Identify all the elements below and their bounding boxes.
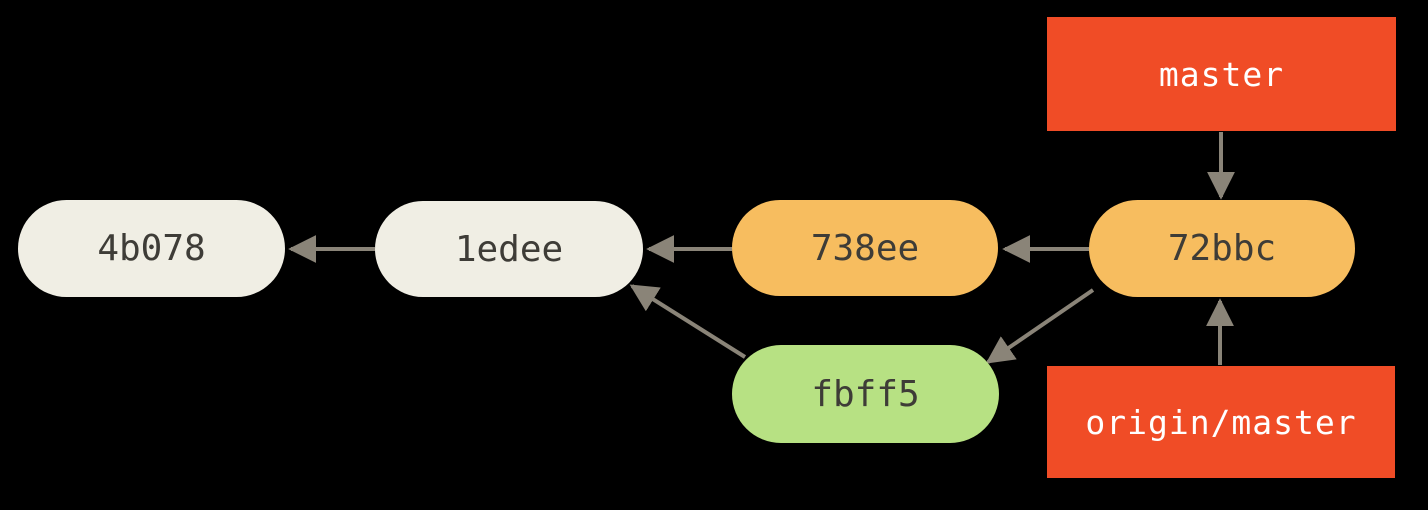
commit-node-738ee: 738ee: [732, 200, 998, 296]
branch-label-origin-master-text: origin/master: [1085, 402, 1357, 442]
commit-label-1edee: 1edee: [454, 228, 564, 270]
edge-fbff5-to-1edee: [629, 284, 747, 359]
commit-node-4b078: 4b078: [18, 200, 285, 297]
commit-label-72bbc: 72bbc: [1167, 228, 1277, 269]
branch-label-master: master: [1047, 17, 1396, 131]
commit-label-fbff5: fbff5: [811, 373, 920, 415]
commit-node-1edee: 1edee: [375, 201, 643, 297]
edge-72bbc-to-fbff5: [985, 288, 1095, 364]
commit-label-4b078: 4b078: [97, 228, 206, 269]
commit-label-738ee: 738ee: [810, 227, 920, 269]
commit-node-fbff5: fbff5: [732, 345, 999, 443]
branch-label-master-text: master: [1158, 54, 1285, 94]
commit-node-72bbc: 72bbc: [1089, 200, 1355, 297]
branch-label-origin-master: origin/master: [1047, 366, 1395, 478]
